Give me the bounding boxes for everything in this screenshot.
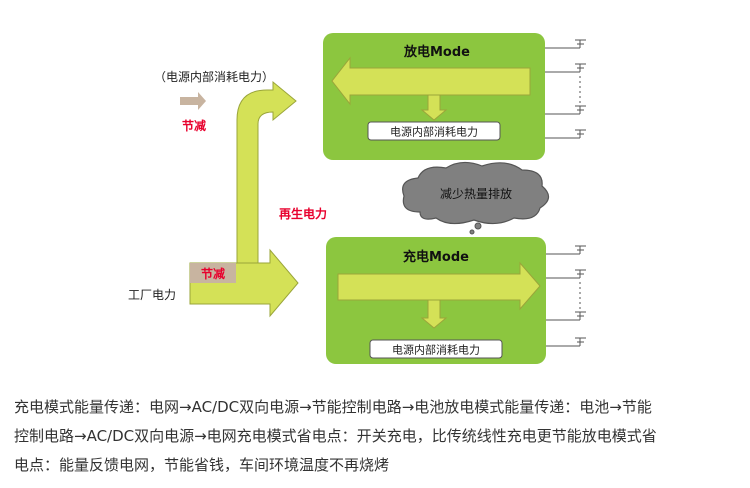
save-tan-block-bottom (190, 263, 236, 283)
heat-reduction-cloud: 减少热量排放 (402, 161, 550, 235)
discharge-left-arrow (331, 56, 531, 106)
cloud-text: 减少热量排放 (440, 186, 512, 201)
energy-flow-diagram: 放电Mode 电源内部消耗电力 充电Mode 电源内部消耗电力 节减 节减 （电… (128, 33, 586, 364)
charge-consumption-box (369, 339, 503, 359)
charge-consumption-label: 电源内部消耗电力 (392, 343, 480, 357)
description-line-1: 充电模式能量传递：电网→AC/DC双向电源→节能控制电路→电池放电模式能量传递：… (14, 398, 652, 416)
consumption-paren-label: （电源内部消耗电力） (154, 69, 274, 84)
charge-right-arrow (337, 261, 541, 311)
regen-curved-arrow (236, 80, 297, 269)
regen-power-label: 再生电力 (279, 206, 327, 221)
save-label-bottom: 节减 (201, 266, 225, 281)
discharge-consumption-box (367, 121, 501, 141)
discharge-mode-box: 放电Mode 电源内部消耗电力 (323, 33, 545, 160)
battery-array-discharge (545, 39, 586, 139)
charge-mode-title: 充电Mode (403, 249, 469, 265)
description-line-3: 电点：能量反馈电网，节能省钱，车间环境温度不再烧烤 (14, 456, 390, 474)
discharge-down-arrow (420, 94, 448, 121)
charge-mode-box: 充电Mode 电源内部消耗电力 (326, 237, 546, 364)
charge-down-arrow (420, 299, 448, 329)
discharge-mode-title: 放电Mode (403, 44, 470, 60)
discharge-consumption-label: 电源内部消耗电力 (390, 125, 478, 139)
save-label-top: 节减 (182, 118, 206, 133)
save-tan-arrow-top (180, 92, 206, 110)
battery-array-charge (545, 245, 586, 347)
description-line-2: 控制电路→AC/DC双向电源→电网充电模式省电点：开关充电，比传统线性充电更节能… (14, 427, 657, 445)
description-text: 充电模式能量传递：电网→AC/DC双向电源→节能控制电路→电池放电模式能量传递：… (14, 393, 740, 480)
factory-power-label: 工厂电力 (128, 288, 176, 302)
